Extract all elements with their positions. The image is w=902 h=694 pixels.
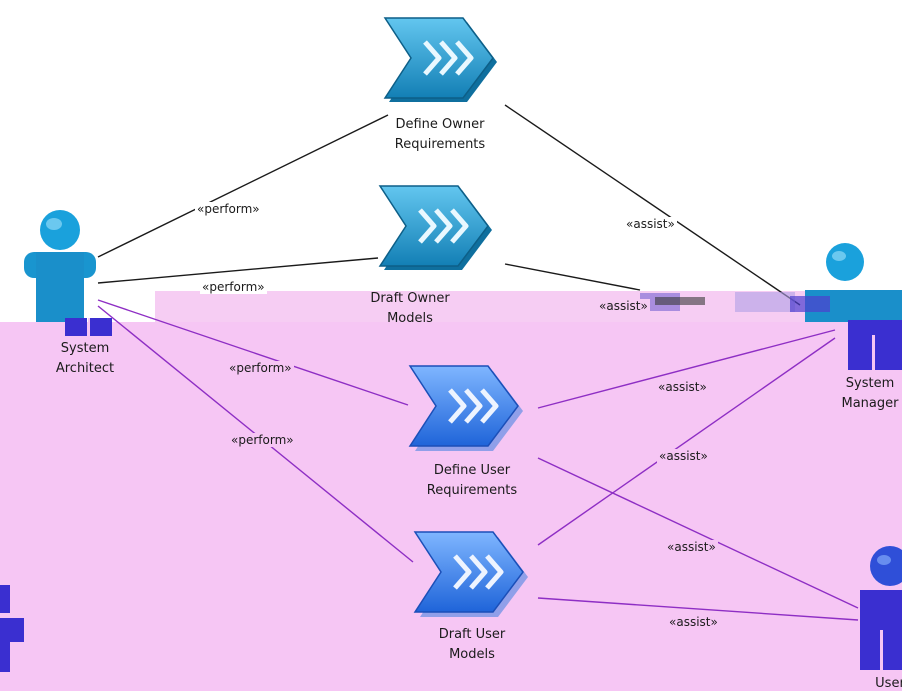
assist-label: «assist»: [656, 380, 709, 394]
assist-label: «assist»: [657, 449, 710, 463]
assist-label: «assist»: [667, 615, 720, 629]
draft-owner-models-icon[interactable]: [379, 185, 492, 270]
line-draft-user-user: [537, 597, 859, 621]
line-define-user-manager: [537, 329, 836, 409]
perform-label: «perform»: [227, 361, 294, 375]
line-architect-draft-owner: [97, 257, 379, 284]
line-draft-user-manager: [537, 337, 836, 546]
system-architect-label: System Architect: [55, 341, 115, 376]
line-define-owner-manager: [504, 104, 801, 306]
render-artifact: [640, 292, 830, 312]
user-label: User: [875, 676, 902, 691]
draft-owner-models-label: Draft Owner Models: [370, 291, 450, 326]
line-architect-define-owner: [97, 114, 389, 258]
system-manager-label: System Manager: [841, 376, 899, 411]
perform-label: «perform»: [200, 280, 267, 294]
define-user-requirements-icon[interactable]: [409, 365, 523, 451]
line-draft-owner-manager: [504, 263, 641, 291]
partial-actor-icon: [0, 585, 24, 672]
define-user-requirements-label: Define User Requirements: [426, 463, 518, 498]
system-manager-actor-icon[interactable]: [805, 243, 902, 370]
define-owner-requirements-icon[interactable]: [384, 17, 497, 102]
assist-label: «assist»: [665, 540, 718, 554]
assist-label: «assist»: [597, 299, 650, 313]
assist-label: «assist»: [624, 217, 677, 231]
draft-user-models-icon[interactable]: [414, 531, 528, 617]
line-define-user-user: [537, 457, 859, 609]
perform-label: «perform»: [195, 202, 262, 216]
draft-user-models-label: Draft User Models: [438, 627, 506, 662]
line-architect-define-user: [97, 299, 409, 406]
user-actor-icon[interactable]: [860, 546, 902, 670]
system-architect-actor-icon[interactable]: [24, 210, 112, 336]
define-owner-requirements-label: Define Owner Requirements: [394, 117, 486, 152]
perform-label: «perform»: [229, 433, 296, 447]
